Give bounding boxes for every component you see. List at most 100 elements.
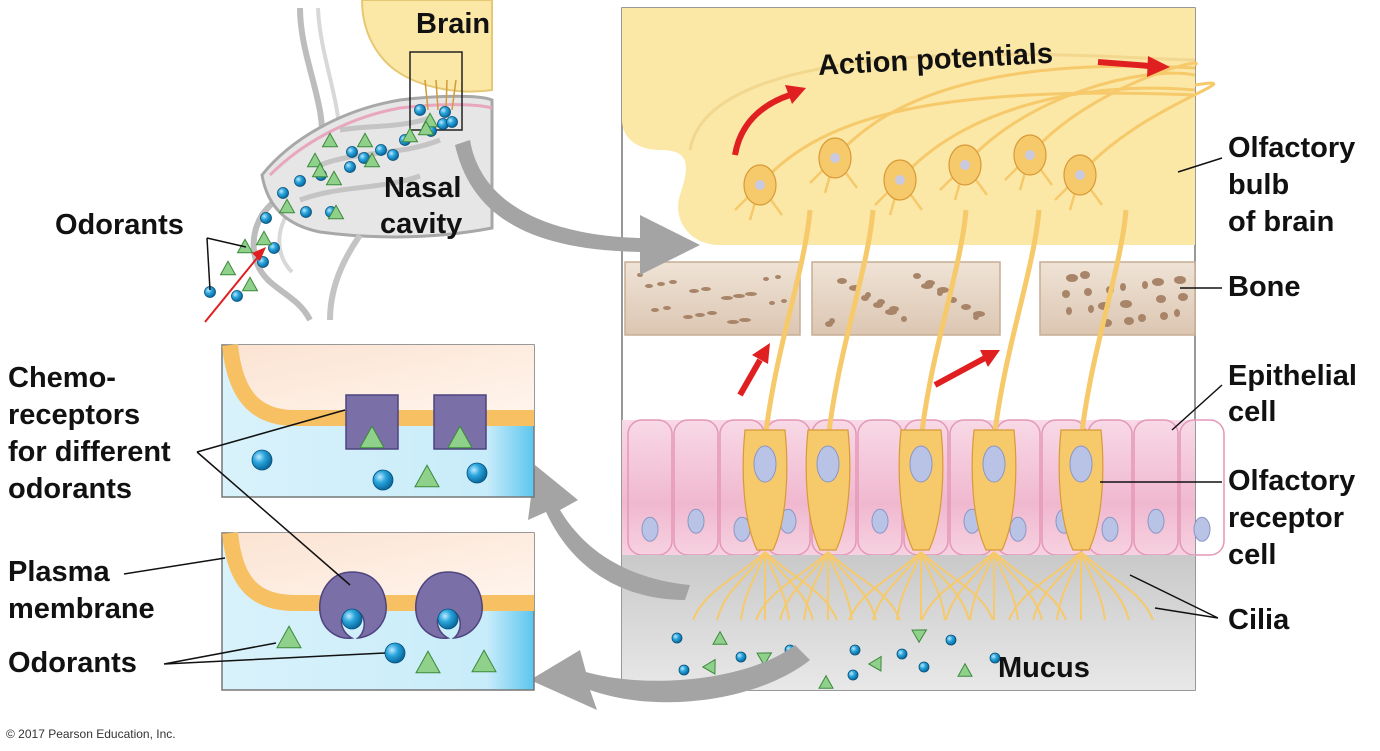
bone-pore [1174,309,1180,317]
odorant-sphere [989,652,1001,664]
cilium [920,551,970,621]
bone-pore [889,306,899,312]
label-brain: Brain [416,8,491,40]
odorant-sphere [849,644,861,656]
bone-pore [1066,307,1072,315]
odorant-sphere [945,634,957,646]
receptor-nucleus [1069,445,1093,483]
bone-pore [1120,300,1132,308]
odorant-triangle [415,650,441,674]
epithelial-nucleus [687,508,705,534]
bone-pore [695,313,705,317]
label-odorants-bottom: Odorants [8,647,137,679]
bone-pore [1066,274,1078,282]
odorant-sphere [341,608,363,630]
cilium [803,551,829,621]
cilium [827,551,877,621]
odorant-sphere [439,106,451,118]
cilium [827,551,853,621]
odorant-triangle [359,425,385,449]
bone-pore [721,296,733,300]
odorant-sphere [346,146,358,158]
bone-pore [1142,281,1148,289]
odorant-triangle [327,204,345,220]
odorant-sphere [251,449,273,471]
odorant-triangle [276,625,302,649]
olfactory-receptor-cells [692,209,1154,621]
receptor-axon [991,209,1042,441]
bone-pore [781,299,787,303]
bone-pore [669,280,677,284]
cilium [872,551,922,621]
bone-pore [1062,290,1070,298]
odorant-triangle [957,662,973,677]
copyright-note: © 2017 Pearson Education, Inc. [6,727,176,741]
odorant-sphere [466,462,488,484]
cilium [993,551,1067,621]
bone-pore [645,284,653,288]
leader-lines [123,157,1223,665]
odorant-sphere [414,104,426,116]
bulb-axon [898,86,1196,181]
odorant-triangle [417,120,435,136]
odorant-triangle [306,152,324,168]
bulb-neuron-nucleus [1025,150,1035,160]
cilium [755,551,829,621]
cilium [827,551,901,621]
label-olfactory-bulb-2: bulb [1228,169,1290,201]
odorant-sphere [294,175,306,187]
bone-pore [865,292,871,298]
epithelial-nucleus [1193,516,1211,542]
label-chemo-1: Chemo- [8,362,116,394]
odorant-triangle [255,230,273,246]
bulb-axon [963,71,1196,166]
label-cilia: Cilia [1228,604,1290,636]
bone-pore [683,315,693,319]
odorant-sphere [896,648,908,660]
cilium [716,551,766,621]
epithelial-nucleus [1101,516,1119,542]
label-bone: Bone [1228,271,1301,303]
cilium [764,551,790,621]
bone-pore [1138,314,1146,322]
bone-pore [707,311,717,315]
bone-pore [1174,276,1186,284]
epithelial-nucleus [1009,516,1027,542]
bone-pore [663,306,671,310]
bone-pore [1120,283,1126,291]
cilium [1056,551,1082,621]
odorant-triangle [321,132,339,148]
odorant-sphere [735,651,747,663]
bone-pore [1084,288,1092,296]
odorant-triangle [401,127,419,143]
bone-pore [925,280,935,286]
cilium [921,551,995,621]
bone-pore [877,299,885,305]
bulb-axon [758,91,1196,186]
odorant-sphere [344,161,356,173]
bone-pore [733,294,745,298]
bulb-neuron-nucleus [960,160,970,170]
label-chemo-3: for different [8,436,171,468]
bulb-neuron-nucleus [1075,170,1085,180]
odorant-triangle [219,260,237,276]
label-odorants-top: Odorants [55,209,184,241]
receptor-axon [1078,209,1129,441]
odorant-sphere [678,664,690,676]
bone-pore [973,311,985,317]
label-epithelial-2: cell [1228,396,1277,428]
receptor-nucleus [909,445,933,483]
bone-pore [829,318,835,324]
odorant-sphere [300,206,312,218]
receptor-axon [918,209,969,441]
cilium [779,551,829,621]
action-arrows [732,56,1170,397]
label-cavity: cavity [380,208,463,240]
bone-pore [1080,271,1090,279]
odorant-triangle [325,170,343,186]
mucus-layer [622,555,1195,690]
odorant-triangle [911,629,928,644]
bone-pore [745,292,757,296]
